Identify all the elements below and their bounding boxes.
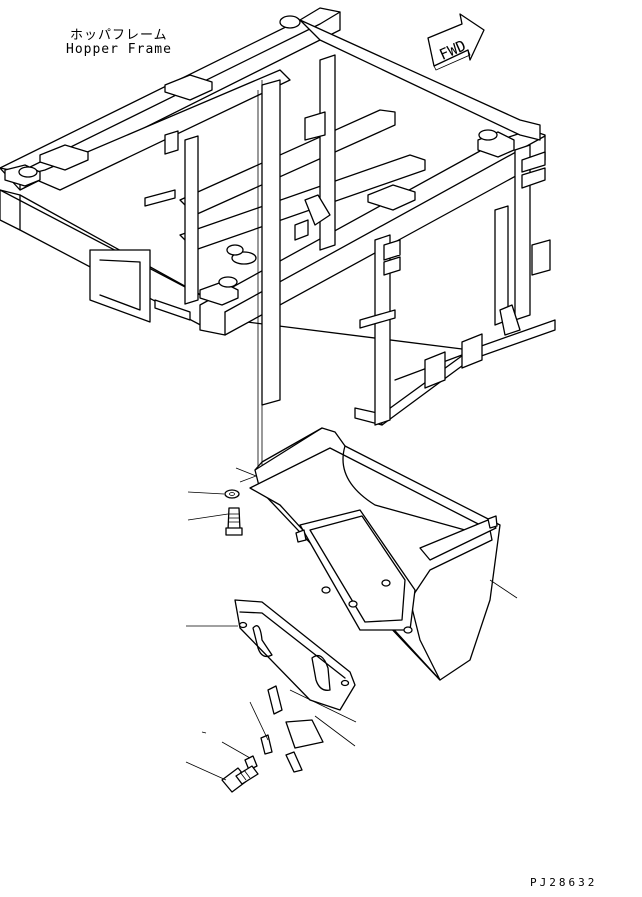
cover-plate <box>234 599 356 711</box>
hopper-frame <box>0 7 556 426</box>
washer <box>224 489 240 499</box>
title-english: Hopper Frame <box>66 42 172 57</box>
title-japanese: ホッパフレーム <box>70 28 168 43</box>
drawing-number: PJ28632 <box>530 876 598 889</box>
fwd-arrow-icon: FWD <box>427 13 485 71</box>
clip-parts <box>244 685 324 773</box>
bolt-upper <box>225 507 243 536</box>
hopper-chute <box>249 427 501 681</box>
bolt-lower <box>221 765 259 793</box>
leader-lines <box>185 491 518 781</box>
